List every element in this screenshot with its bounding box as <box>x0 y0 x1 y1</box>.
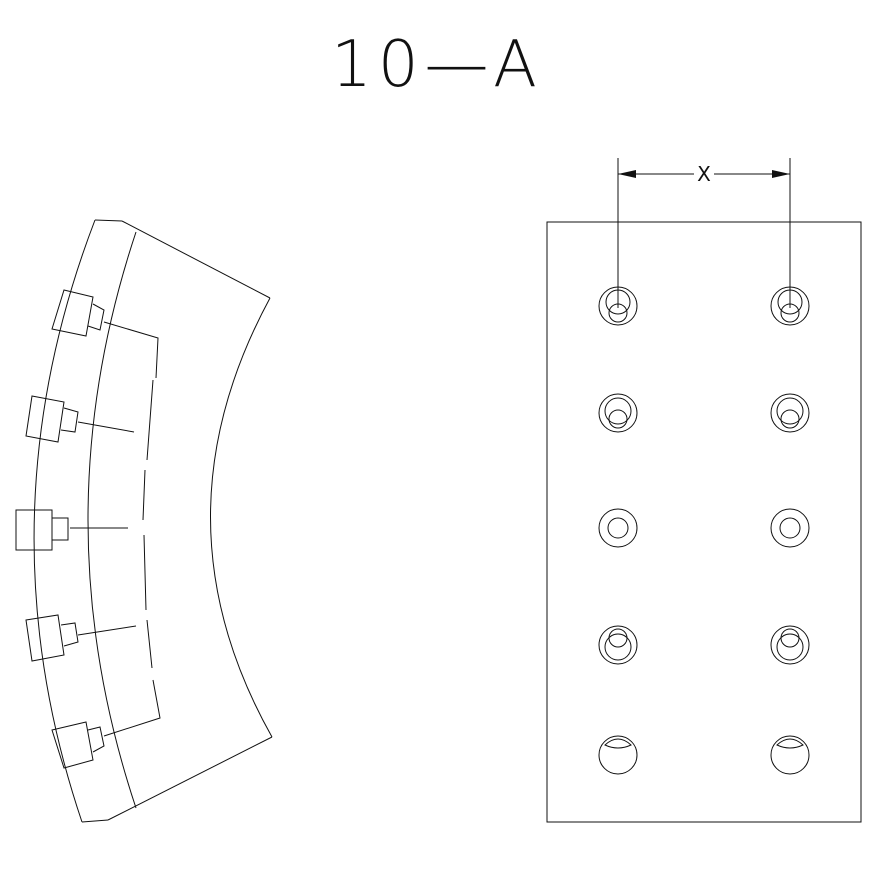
backing-hidden-line <box>103 321 161 737</box>
rivet-hole-r4-c1 <box>598 625 638 665</box>
rivet-hole-r3-c1 <box>598 508 638 548</box>
arrowhead-right <box>772 170 790 178</box>
rivet-side-5 <box>51 721 105 769</box>
segment-line-3 <box>77 625 137 636</box>
shoe-bottom-edge <box>107 736 273 821</box>
segment-line-1 <box>77 421 135 433</box>
lining-middle-arc <box>87 231 137 809</box>
rivet-hole-r2-c2 <box>770 393 810 433</box>
lining-outer-arc <box>33 219 96 823</box>
rivet-hole-r5-c2 <box>770 735 810 775</box>
rivet-side-1 <box>51 289 105 337</box>
rivet-side-3 <box>15 509 69 551</box>
lining-top-edge <box>94 219 123 222</box>
rivet-hole-r3-c2 <box>770 508 810 548</box>
rivet-hole-r4-c2 <box>770 625 810 665</box>
rivet-hole-r2-c1 <box>598 393 638 433</box>
side-view-brake-lining <box>15 219 273 823</box>
dimension-x-label: X <box>697 162 711 186</box>
shoe-inner-arc <box>210 297 273 738</box>
plan-view-lining: X <box>546 158 862 823</box>
dimension-x: X <box>617 158 791 308</box>
rivet-side-4 <box>25 614 79 662</box>
rivet-hole-r1-c1 <box>598 286 638 326</box>
rivet-hole-r5-c1 <box>598 735 638 775</box>
rivet-hole-r1-c2 <box>770 286 810 326</box>
rivet-side-2 <box>25 395 79 443</box>
lining-plate-outline <box>546 221 862 823</box>
shoe-top-edge <box>121 220 271 299</box>
drawing-title: 10—A <box>331 28 543 102</box>
arrowhead-left <box>618 170 636 178</box>
lining-bottom-edge <box>81 819 109 823</box>
